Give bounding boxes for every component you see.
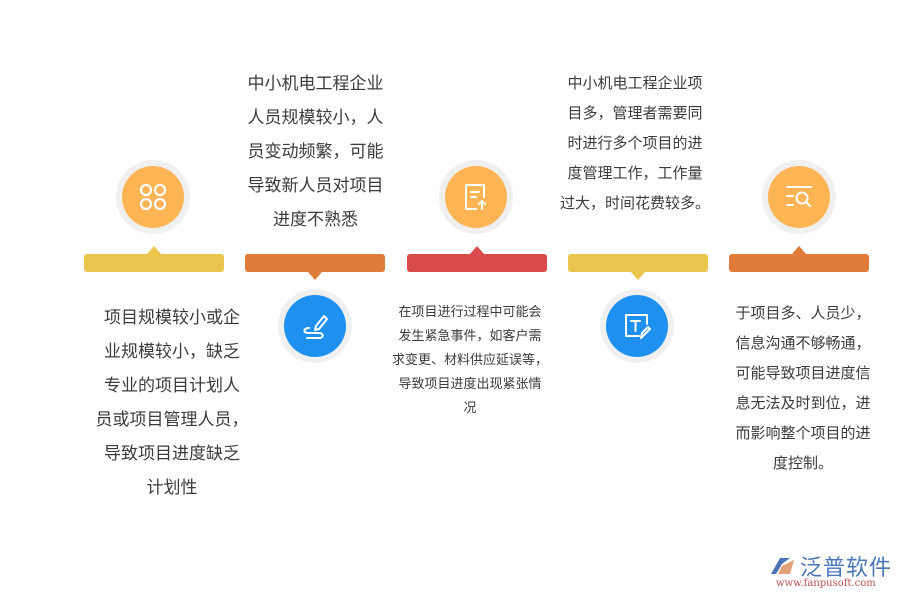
icon-badge-2 bbox=[278, 289, 352, 363]
icon-badge-5 bbox=[762, 160, 836, 234]
timeline-bar-1 bbox=[84, 246, 224, 272]
logo-name: 泛普软件 bbox=[800, 556, 893, 581]
logo-url: www.fanpusoft.com bbox=[776, 578, 876, 589]
document-upload-icon bbox=[465, 184, 486, 210]
timeline-bar-5 bbox=[729, 246, 869, 272]
icon-badge-4 bbox=[600, 289, 674, 363]
list-search-icon bbox=[786, 186, 812, 207]
timeline-bar-3 bbox=[407, 246, 547, 272]
description-3: 在项目进行过程中可能会 发生紧急事件，如客户需 求变更、材料供应延误等， 导致项… bbox=[391, 305, 548, 416]
description-2: 中小机电工程企业 人员规模较小，人 员变动频繁，可能 导致新人员对项目 进度不熟… bbox=[247, 74, 384, 230]
pen-signature-icon bbox=[303, 315, 328, 339]
text-edit-icon bbox=[625, 314, 651, 339]
timeline-bar-2 bbox=[245, 254, 385, 280]
description-1: 项目规模较小或企 业规模较小，缺乏 专业的项目计划人 员或项目管理人员， 导致项… bbox=[95, 308, 249, 498]
icon-badge-1 bbox=[116, 160, 190, 234]
description-5: 于项目多、人员少， 信息沟通不够畅通， 可能导致项目进度信 息无法及时到位，进 … bbox=[735, 304, 871, 472]
fanpu-logo-icon bbox=[771, 558, 794, 574]
grid-circles-icon bbox=[139, 183, 167, 211]
icon-badge-3 bbox=[439, 160, 513, 234]
description-4: 中小机电工程企业项 目多，管理者需要同 时进行多个项目的进 度管理工作，工作量 … bbox=[559, 74, 710, 212]
fanpu-logo: 泛普软件 www.fanpusoft.com bbox=[768, 552, 893, 594]
timeline-bar-4 bbox=[568, 254, 708, 280]
